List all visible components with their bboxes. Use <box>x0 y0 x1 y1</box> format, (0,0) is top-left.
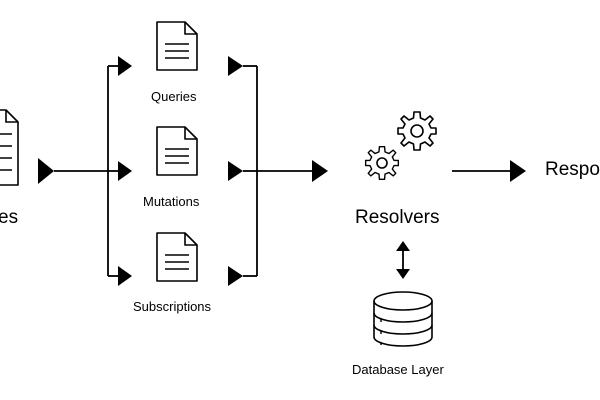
response-label: Respo <box>545 159 600 180</box>
queries-label: Queries <box>151 89 197 104</box>
mutations-label: Mutations <box>143 194 200 209</box>
queries-document-icon <box>156 21 198 71</box>
arrow-to-mutations <box>118 161 132 181</box>
subscriptions-label: Subscriptions <box>133 299 212 314</box>
resolvers-to-response-connector <box>452 160 526 182</box>
source-label: es <box>0 207 19 228</box>
database-label: Database Layer <box>352 362 444 377</box>
database-icon <box>373 291 433 347</box>
source-to-split-connector <box>38 158 108 184</box>
subscriptions-document-icon <box>156 232 198 282</box>
arrow-to-queries <box>118 56 132 76</box>
source-document-icon <box>0 109 19 186</box>
mutations-document-icon <box>156 126 198 176</box>
arrow-from-queries <box>228 56 243 76</box>
arrow-to-subscriptions <box>118 266 132 286</box>
resolvers-label: Resolvers <box>355 207 440 228</box>
merge-bracket <box>243 65 312 277</box>
resolver-gears-icon <box>364 111 437 181</box>
arrow-from-mutations <box>228 161 243 181</box>
split-bracket <box>107 65 118 277</box>
arrow-from-subscriptions <box>228 266 243 286</box>
arrow-to-resolvers <box>312 160 328 182</box>
resolver-database-connector <box>396 241 410 279</box>
